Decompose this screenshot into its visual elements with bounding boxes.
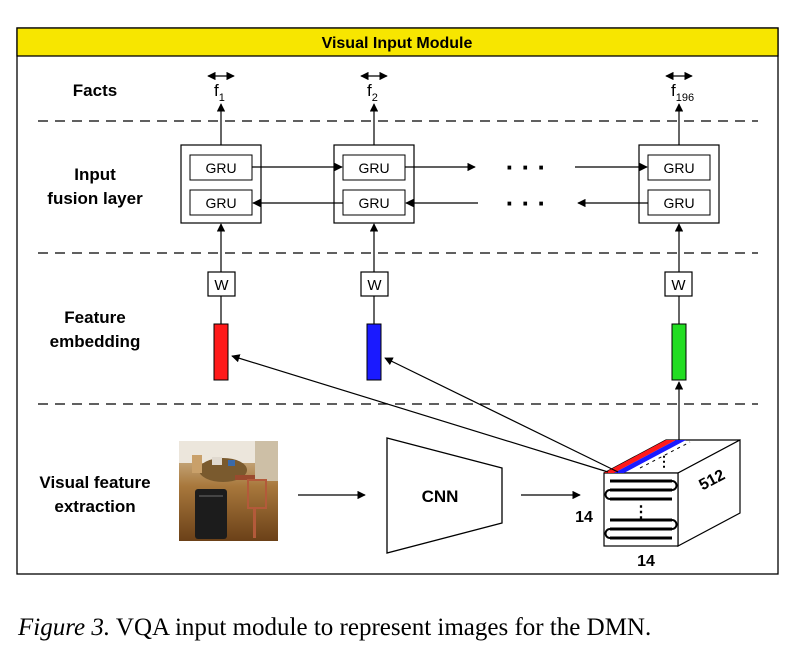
caption-text: VQA input module to represent images for…: [110, 614, 652, 641]
fact-196-label: f196: [671, 81, 694, 104]
svg-text:GRU: GRU: [205, 195, 236, 211]
row-label-embedding-1: Feature: [64, 308, 125, 327]
row-label-facts: Facts: [73, 81, 117, 100]
row-label-fusion-1: Input: [74, 165, 116, 184]
module-header: [16, 27, 779, 57]
fusion-block-3: GRU GRU: [638, 144, 720, 224]
fusion-block-2: GRU GRU: [333, 144, 415, 224]
gru-backward-1: [189, 189, 253, 216]
row-label-fusion-2: fusion layer: [47, 189, 143, 208]
tensor-dots-top: ⋮: [657, 453, 671, 469]
svg-text:W: W: [214, 277, 229, 294]
tensor-front-face: [603, 472, 679, 547]
fact-2-label: f2: [367, 81, 378, 104]
row-label-extraction-2: extraction: [54, 497, 135, 516]
arrow-tensor-to-red-embedding: [231, 354, 609, 473]
row-separators: [38, 120, 758, 405]
svg-text:W: W: [367, 277, 382, 294]
tensor-strip-blue: [614, 440, 686, 473]
feature-tensor: ⋮ ⋮ 512 14 14: [575, 439, 741, 570]
tensor-strip-red: [604, 440, 676, 473]
fact-1: f1: [207, 71, 235, 104]
arrow-tensor-to-blue-embedding: [384, 357, 619, 473]
vqa-input-module-diagram: Visual Input Module Facts Input fusion l…: [16, 27, 779, 575]
cnn-block: CNN: [386, 437, 503, 554]
row-label-embedding-2: embedding: [50, 332, 141, 351]
gru-backward-2: [342, 189, 406, 216]
row-label-extraction-1: Visual feature: [39, 473, 150, 492]
gru-forward-3: [647, 154, 711, 181]
fact-1-label: f1: [214, 81, 225, 104]
tensor-dim-width: 14: [637, 553, 655, 570]
tensor-dim-height: 14: [575, 509, 593, 526]
svg-text:GRU: GRU: [358, 160, 389, 176]
fact-2: f2: [360, 71, 388, 104]
embedding-vector-green: [671, 323, 687, 381]
fusion-block-1: GRU GRU: [180, 144, 262, 224]
figure-caption: Figure 3. VQA input module to represent …: [18, 614, 651, 642]
tensor-vertical-ellipsis: ⋮: [633, 504, 649, 521]
embedding-vector-blue: [366, 323, 382, 381]
gru-forward-2: [342, 154, 406, 181]
ellipsis-backward: · · ·: [506, 188, 546, 218]
cnn-label: CNN: [422, 487, 459, 506]
weight-box-3: W: [664, 271, 693, 297]
weight-box-2: W: [360, 271, 389, 297]
fact-196: f196: [665, 71, 694, 104]
figure-label: Figure 3.: [18, 614, 111, 641]
input-photo: [179, 441, 278, 541]
weight-box-1: W: [207, 271, 236, 297]
svg-text:GRU: GRU: [358, 195, 389, 211]
svg-text:GRU: GRU: [205, 160, 236, 176]
embedding-vector-red: [213, 323, 229, 381]
svg-text:GRU: GRU: [663, 160, 694, 176]
svg-text:W: W: [671, 277, 686, 294]
svg-text:GRU: GRU: [663, 195, 694, 211]
ellipsis-forward: · · ·: [506, 152, 546, 182]
gru-backward-3: [647, 189, 711, 216]
module-title: Visual Input Module: [322, 35, 473, 52]
